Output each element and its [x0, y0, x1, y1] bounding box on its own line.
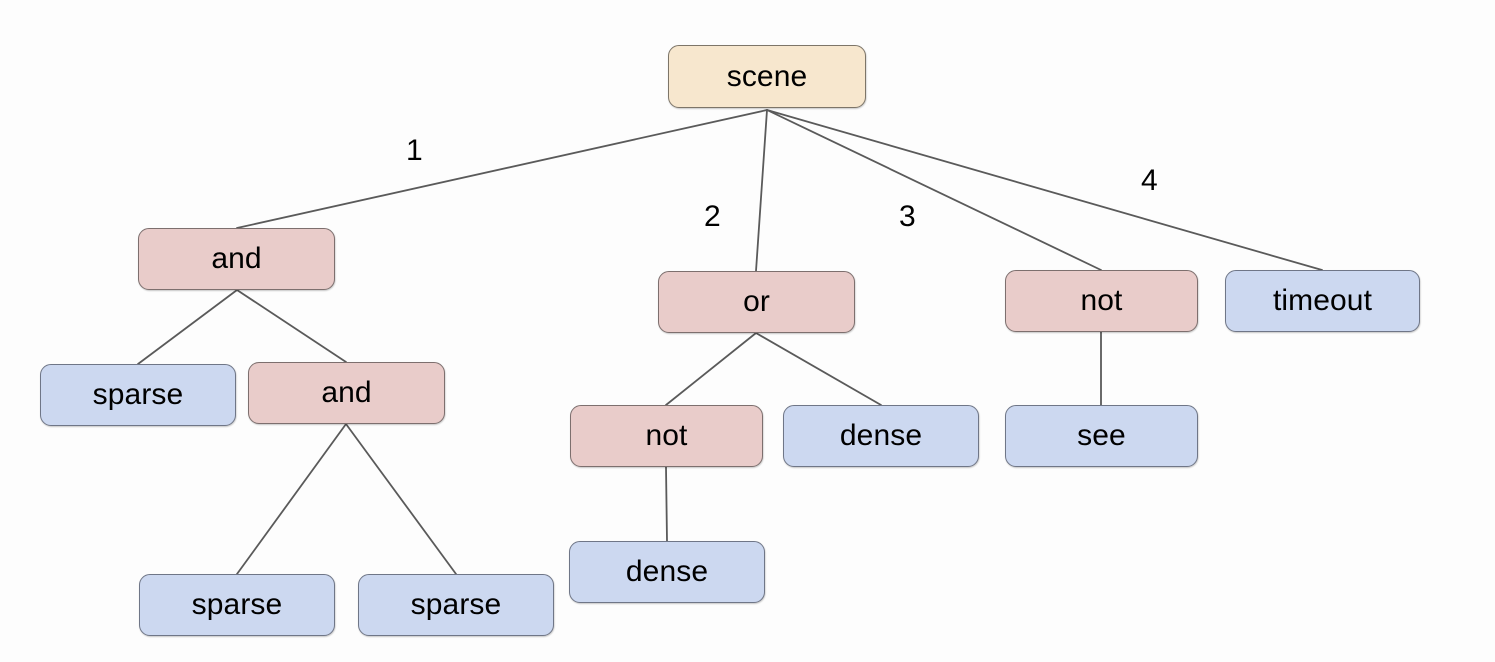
tree-edge: [236, 289, 347, 363]
tree-node-timeout1[interactable]: timeout: [1225, 270, 1420, 332]
tree-edge: [755, 332, 882, 406]
edge-label-1: 1: [406, 134, 423, 167]
tree-node-and1[interactable]: and: [138, 228, 335, 290]
tree-edge: [755, 109, 768, 272]
edge-label-4: 4: [1141, 164, 1158, 197]
tree-node-or1[interactable]: or: [658, 271, 855, 333]
tree-edge: [665, 466, 668, 542]
tree-edge: [236, 423, 347, 575]
tree-edge: [236, 109, 768, 229]
tree-edge: [766, 109, 1102, 271]
tree-node-sparse2[interactable]: sparse: [139, 574, 335, 636]
tree-edge: [345, 423, 457, 575]
tree-edge: [766, 109, 1323, 271]
tree-node-not1[interactable]: not: [570, 405, 763, 467]
tree-node-scene[interactable]: scene: [668, 45, 866, 108]
tree-node-sparse3[interactable]: sparse: [358, 574, 554, 636]
tree-node-dense1[interactable]: dense: [783, 405, 979, 467]
tree-node-sparse1[interactable]: sparse: [40, 364, 236, 426]
tree-edge: [137, 289, 238, 365]
edge-label-2: 2: [704, 200, 721, 233]
edge-label-3: 3: [899, 200, 916, 233]
tree-node-not2[interactable]: not: [1005, 270, 1198, 332]
tree-node-and2[interactable]: and: [248, 362, 445, 424]
tree-edge: [665, 332, 757, 406]
tree-node-dense2[interactable]: dense: [569, 541, 765, 603]
tree-node-see1[interactable]: see: [1005, 405, 1198, 467]
